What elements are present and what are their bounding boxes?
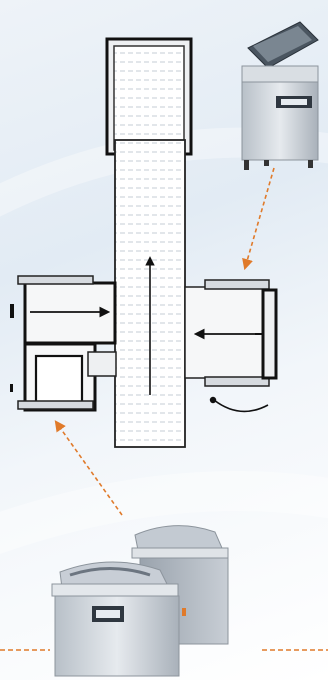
right-station-pivot — [209, 396, 217, 404]
left-station-lower-sensor — [10, 384, 13, 392]
flow-arrow-double-machine — [54, 420, 123, 516]
single-chamber-machine-icon — [241, 21, 319, 170]
right-station-end-stop — [261, 288, 278, 380]
left-station-upper-rail — [17, 275, 94, 285]
double-chamber-machine-icon — [51, 525, 229, 677]
single-machine-lid-glass — [253, 26, 312, 62]
discharge-station — [105, 37, 193, 156]
right-station-rotation-arc — [213, 399, 269, 413]
right-station-body — [184, 286, 266, 379]
single-machine-display — [281, 99, 307, 105]
front-machine-indicator — [182, 608, 186, 616]
back-machine-lid — [134, 525, 223, 551]
loading-station-left — [10, 275, 117, 412]
front-machine-lid-rim — [69, 567, 151, 577]
back-machine-top — [131, 547, 229, 559]
left-station-sensor — [10, 304, 14, 318]
right-station-bottom-rail — [204, 376, 270, 387]
single-machine-caster — [264, 160, 269, 166]
front-machine-lid — [59, 561, 169, 589]
left-station-upper-body — [23, 281, 117, 345]
left-station-lower-chamber — [34, 354, 84, 404]
single-machine-top — [241, 65, 319, 83]
front-machine-display — [96, 610, 120, 618]
right-station-top-rail — [204, 279, 270, 290]
single-machine-body — [241, 81, 319, 161]
left-station-transfer-plate — [87, 351, 117, 377]
left-station-lower-rail — [17, 400, 94, 410]
conveyor-belt — [114, 139, 186, 448]
single-machine-caster — [244, 160, 249, 170]
background-streak — [0, 471, 328, 555]
discharge-station-belt — [113, 45, 185, 151]
front-machine-top — [51, 583, 179, 597]
single-machine-caster — [308, 160, 313, 168]
loading-station-right — [184, 279, 278, 413]
flow-arrow-single-machine — [242, 167, 275, 271]
